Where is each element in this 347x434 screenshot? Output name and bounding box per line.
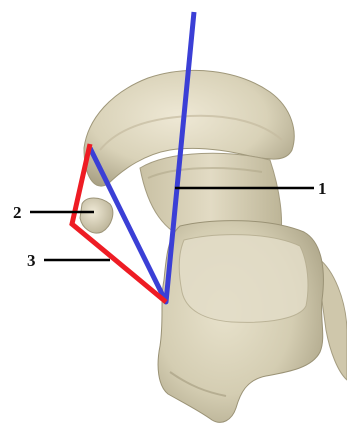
label-1: 1 [318, 179, 327, 198]
label-3: 3 [27, 251, 36, 270]
label-2: 2 [13, 203, 22, 222]
calcaneus-facet [179, 235, 308, 323]
sustentaculum [80, 198, 113, 233]
